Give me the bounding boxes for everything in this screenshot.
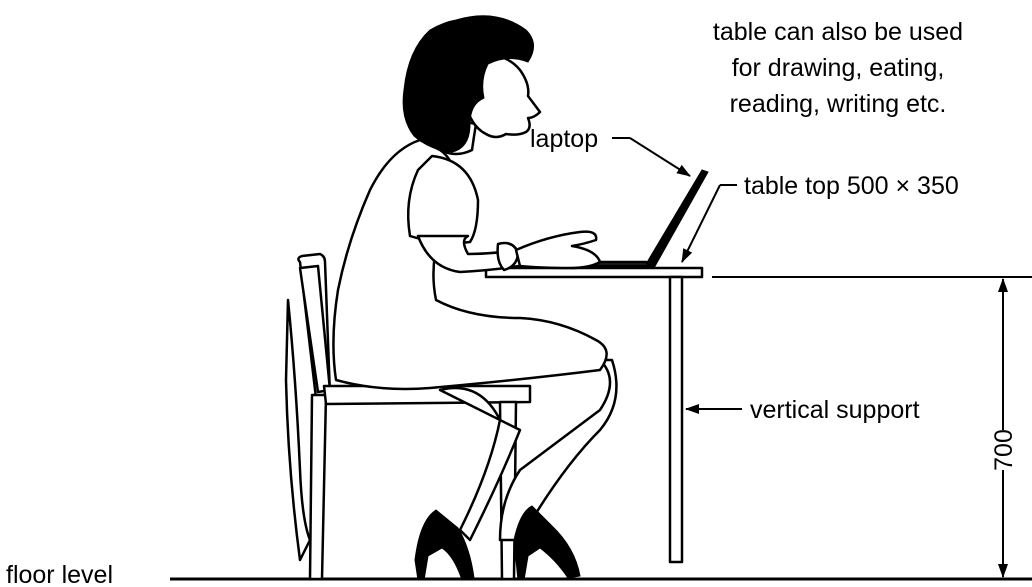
laptop-callout: laptop <box>530 125 691 177</box>
vertical-support-callout: vertical support <box>685 396 920 424</box>
woman-figure <box>332 15 618 581</box>
table-support <box>668 275 684 564</box>
table-top-callout: table top 500 × 350 <box>681 172 959 263</box>
note-line-3: reading, writing etc. <box>730 90 947 118</box>
table-top <box>484 266 704 279</box>
usage-note: table can also be used for drawing, eati… <box>713 18 963 118</box>
vertical-support-label: vertical support <box>750 396 920 424</box>
height-dimension: 700 <box>712 276 1032 578</box>
note-line-1: table can also be used <box>713 18 963 46</box>
height-dimension-label: 700 <box>990 429 1018 471</box>
table-top-label: table top 500 × 350 <box>744 172 959 200</box>
laptop-label: laptop <box>530 125 598 153</box>
floor-level-label: floor level <box>6 561 113 587</box>
note-line-2: for drawing, eating, <box>732 54 945 82</box>
table <box>484 266 704 564</box>
